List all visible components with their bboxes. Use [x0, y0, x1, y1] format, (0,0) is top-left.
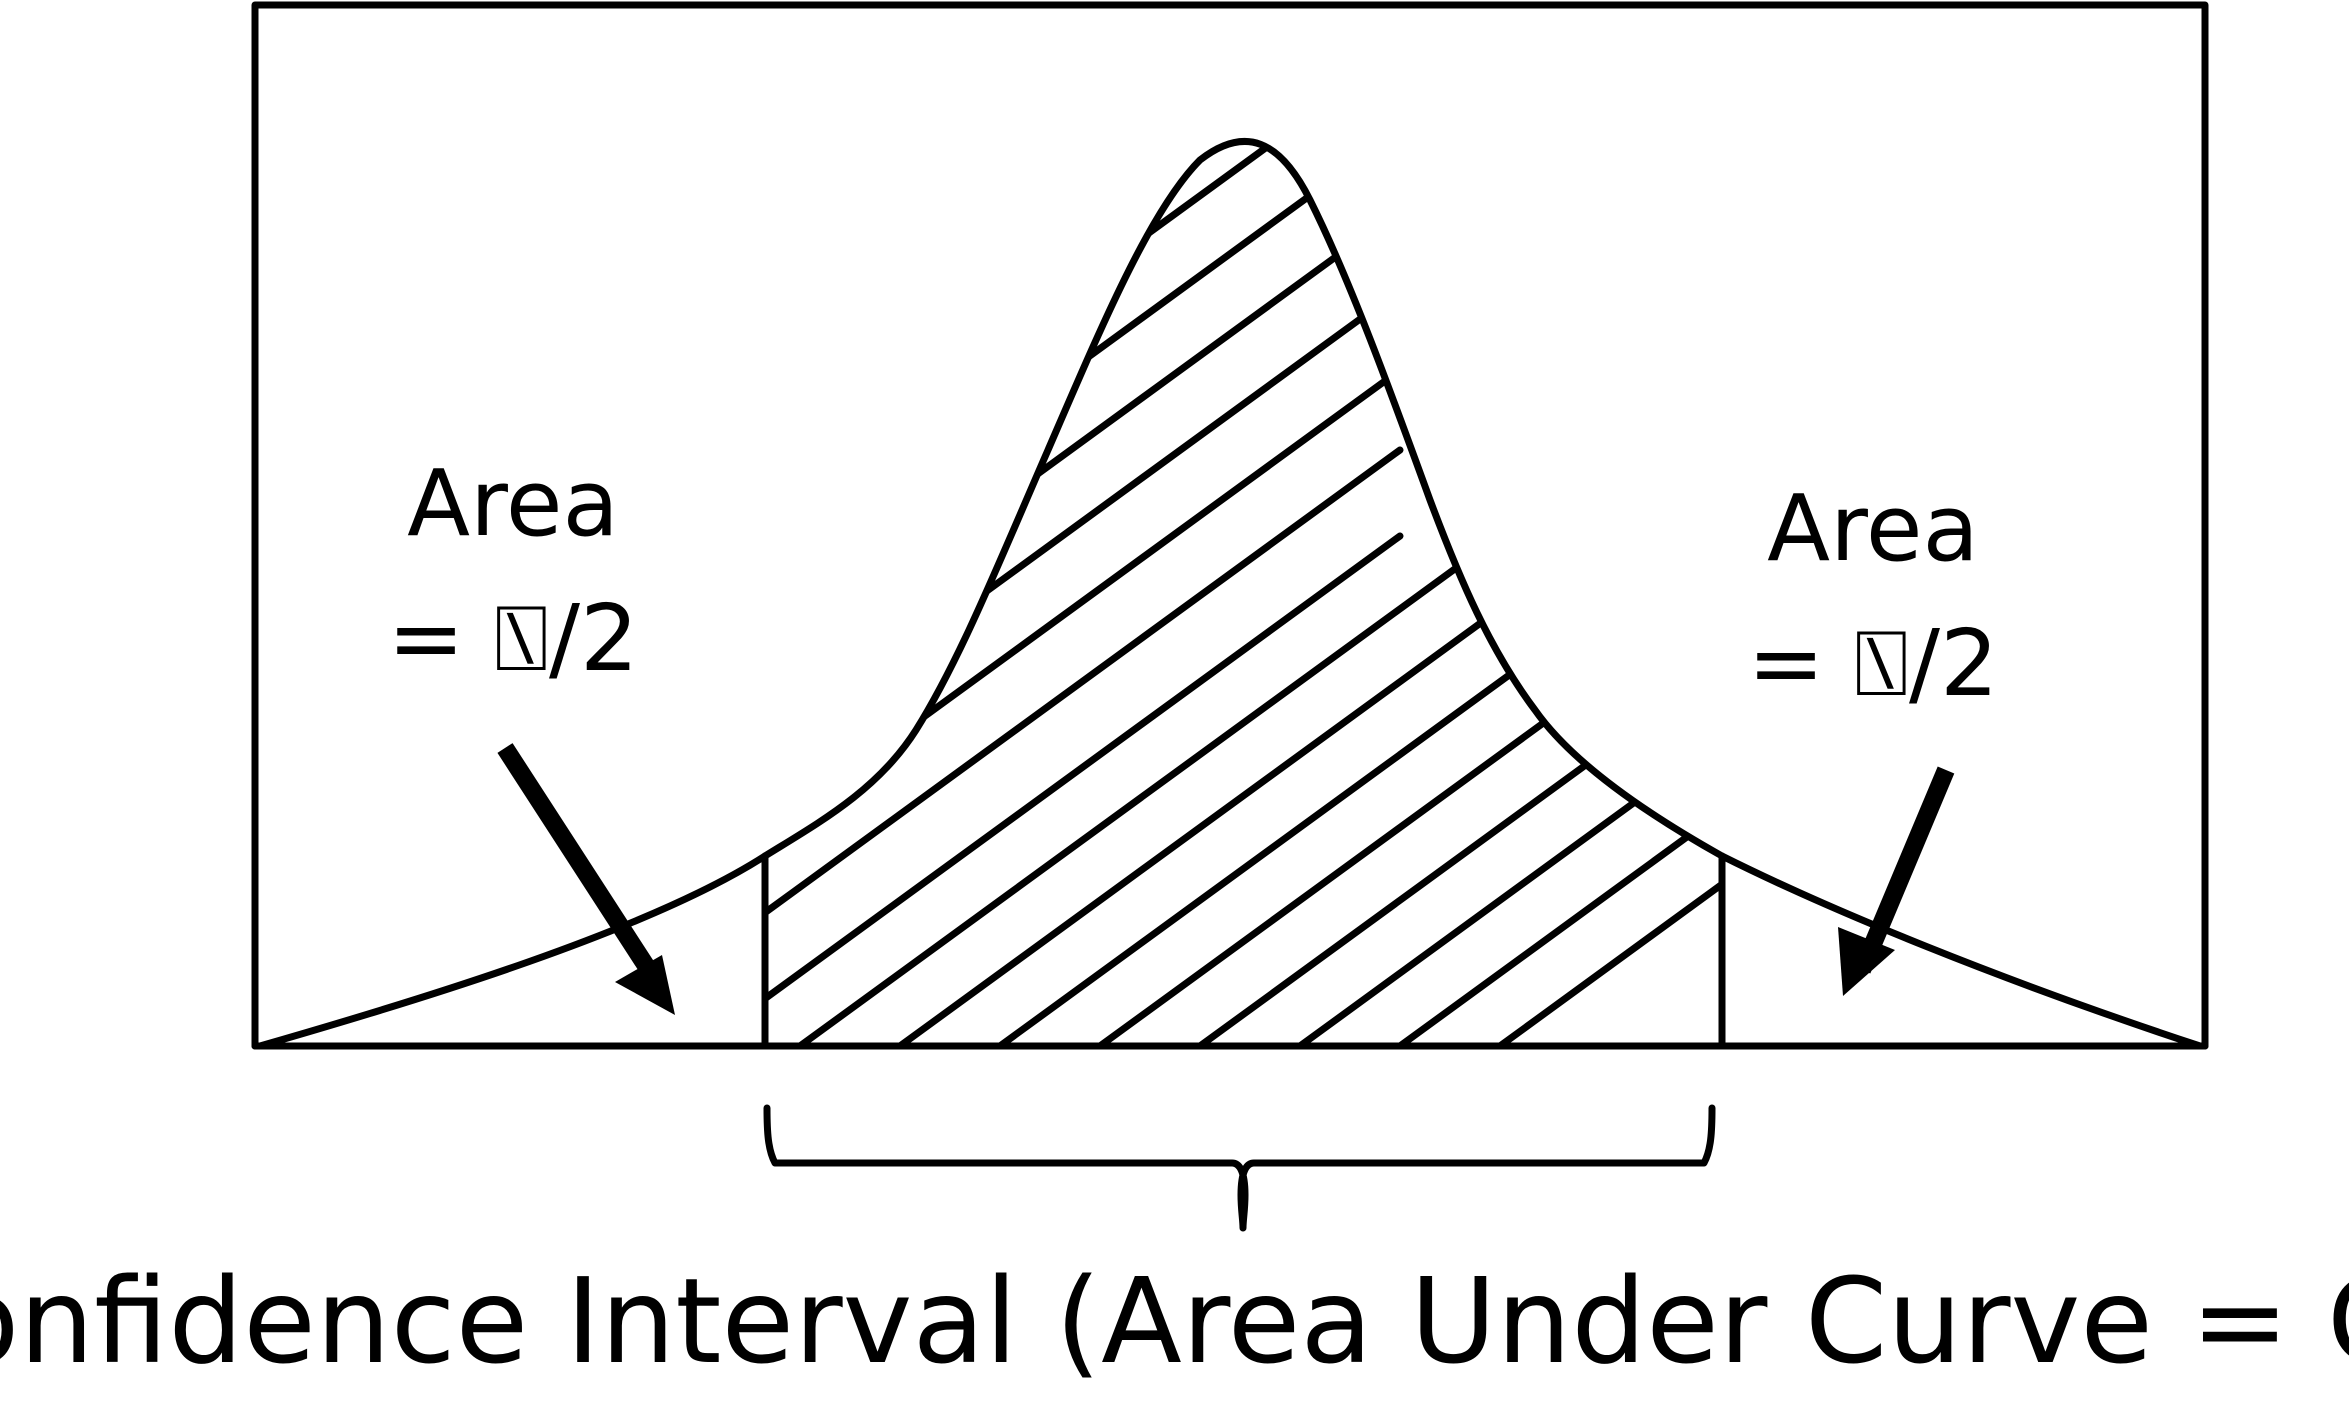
left-arrow-shaft — [497, 743, 660, 980]
hatch-line — [796, 532, 1504, 1046]
left-arrow-head-icon — [615, 955, 675, 1015]
interval-brace — [763, 1104, 1716, 1232]
left-area-label-line1: Area — [407, 450, 619, 557]
right-tail-annotation: Area = ⍂/2 — [1747, 475, 1999, 996]
hatch-line — [765, 141, 1404, 484]
hatch-line — [896, 532, 1604, 1046]
left-tail-annotation: Area = ⍂/2 — [387, 450, 675, 1015]
hatch-line — [1096, 532, 1722, 1046]
right-arrow-head-icon — [1838, 927, 1895, 996]
hatch-line — [765, 206, 1404, 724]
hatch-line — [765, 141, 1404, 564]
hatch-line — [765, 141, 1404, 404]
hatch-line — [1496, 532, 1722, 1046]
hatch-line — [765, 532, 1404, 1046]
right-area-label-line1: Area — [1767, 475, 1979, 582]
hatch-line — [765, 446, 1404, 964]
right-area-label-line2: = ⍂/2 — [1747, 610, 1998, 717]
hatch-line — [1396, 532, 1722, 1046]
confidence-interval-caption: Confidence Interval (Area Under Curve = … — [0, 1252, 2349, 1390]
plot-frame — [251, 1, 2209, 1050]
right-arrow-shaft — [1853, 766, 1955, 974]
hatch-line — [765, 141, 1404, 644]
hatch-line — [765, 286, 1404, 804]
hatch-line — [996, 532, 1704, 1046]
distribution-curve — [256, 138, 2204, 1050]
left-area-label-line2: = ⍂/2 — [387, 585, 638, 692]
hatch-line — [1196, 532, 1722, 1046]
